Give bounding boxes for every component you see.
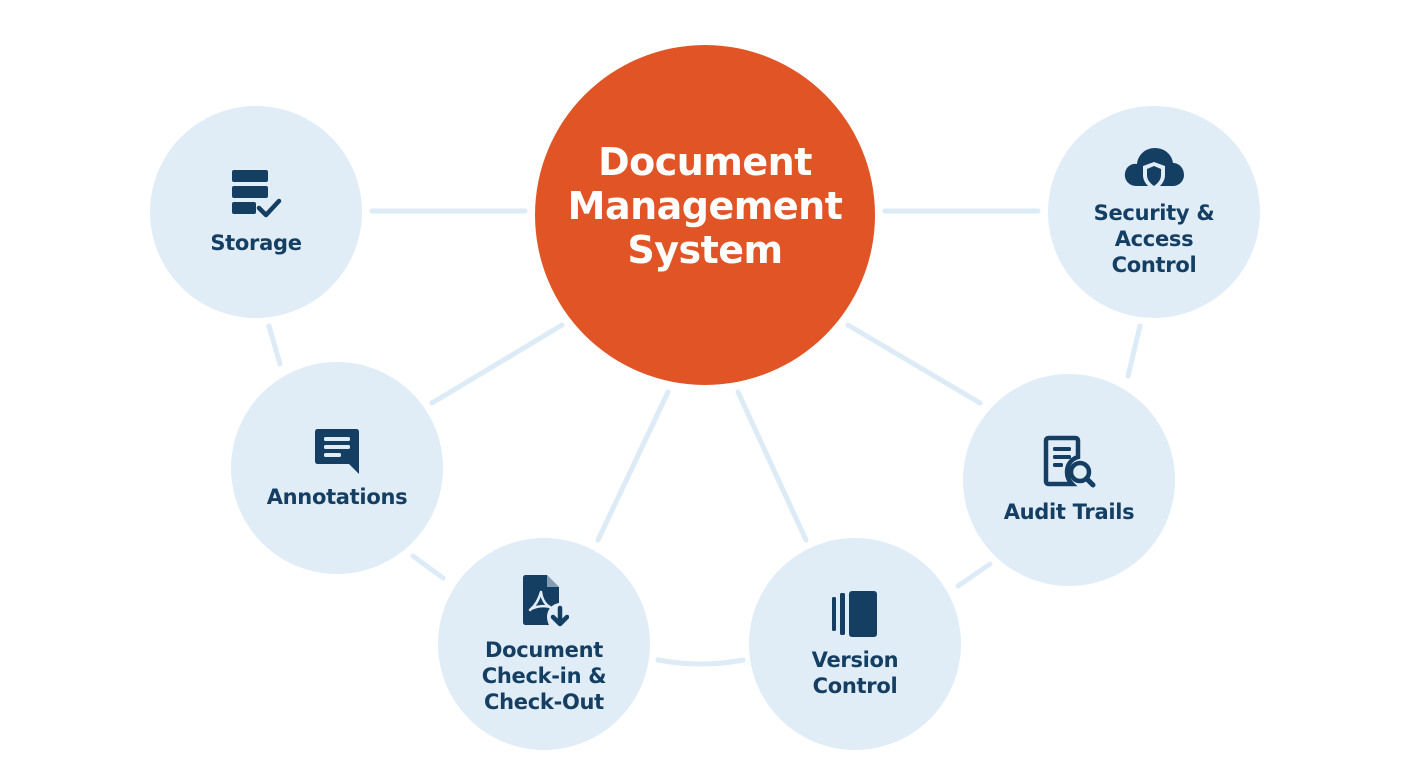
- connector-audit-version: [955, 561, 993, 589]
- node-label-security: Security & Access Control: [1093, 201, 1215, 277]
- node-audit-trails: Audit Trails: [963, 374, 1175, 586]
- connector-annotations-checkin: [410, 553, 446, 581]
- node-label-audit-trails: Audit Trails: [1003, 500, 1135, 524]
- center-title: Document Management System: [567, 140, 843, 272]
- connector-storage-annotations: [266, 323, 283, 367]
- node-checkin-checkout: Document Check-in & Check-Out: [438, 538, 650, 750]
- comment-icon: [315, 429, 359, 474]
- center-hub: Document Management System: [535, 45, 875, 385]
- storage-check-icon: [232, 170, 282, 218]
- cloud-shield-icon: [1124, 148, 1184, 190]
- connector-checkin-version: [655, 657, 746, 667]
- pdf-download-icon: [523, 575, 569, 627]
- node-label-version-control: Version Control: [811, 648, 899, 698]
- node-storage: Storage: [150, 106, 362, 318]
- node-version-control: Version Control: [749, 538, 961, 750]
- connector-security-audit: [1125, 323, 1143, 379]
- node-label-checkin-checkout: Document Check-in & Check-Out: [481, 638, 607, 714]
- node-annotations: Annotations: [231, 362, 443, 574]
- connector-annotations-center: [429, 322, 565, 406]
- stacked-pages-icon: [832, 591, 877, 637]
- connector-center-checkin: [595, 389, 671, 543]
- node-security: Security & Access Control: [1048, 106, 1260, 318]
- node-label-storage: Storage: [210, 231, 302, 255]
- connector-center-audit: [845, 322, 983, 406]
- connector-center-version: [735, 389, 809, 543]
- node-label-annotations: Annotations: [266, 485, 408, 509]
- document-search-icon: [1043, 435, 1096, 488]
